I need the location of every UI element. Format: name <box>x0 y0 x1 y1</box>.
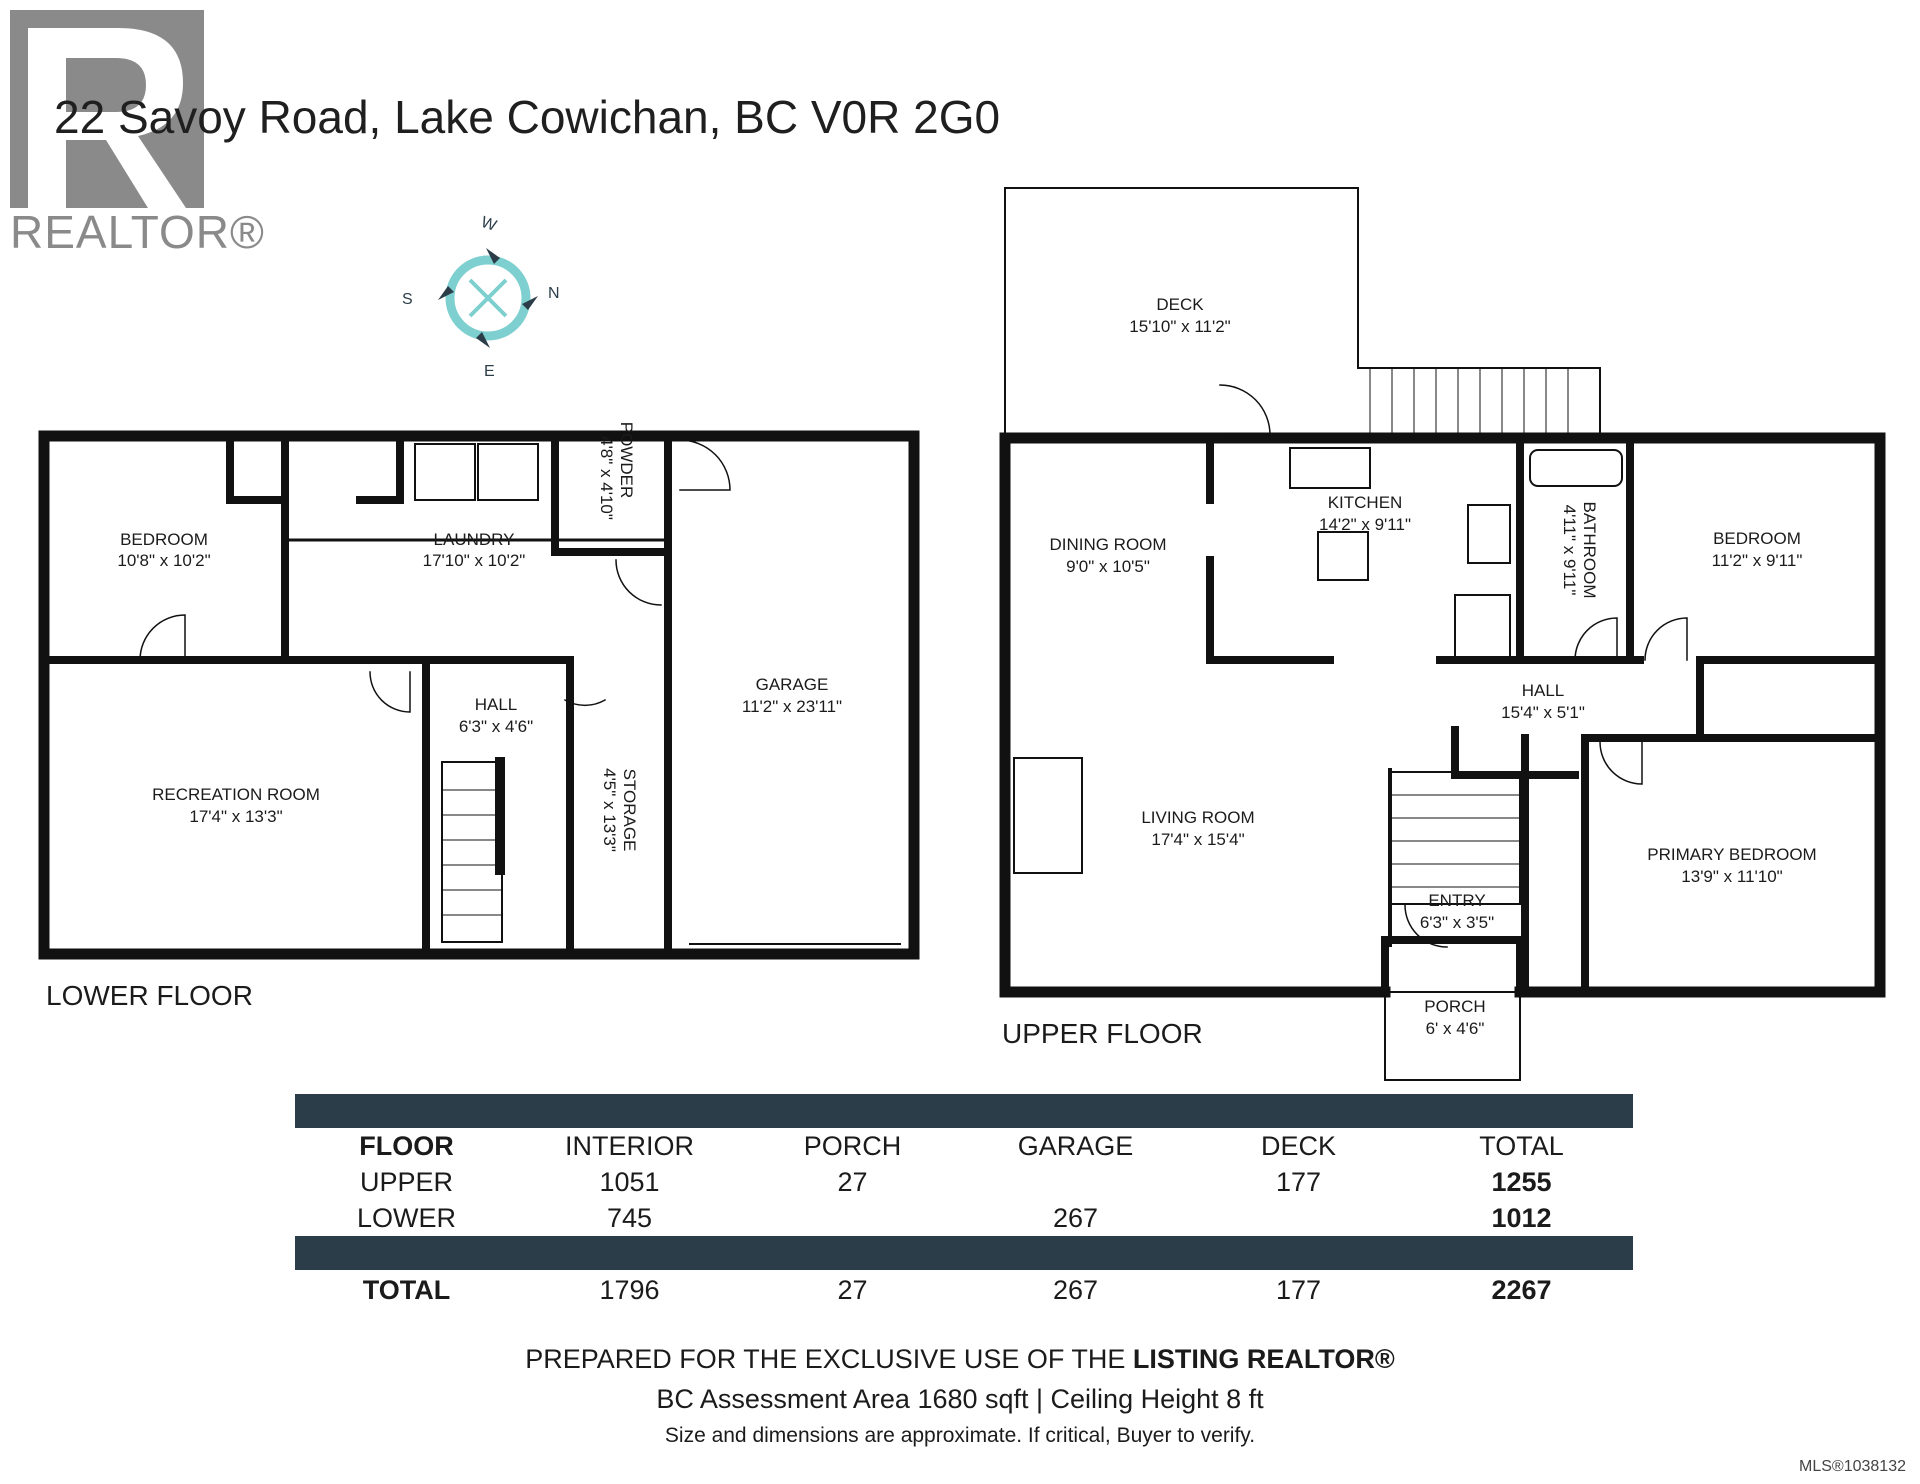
table-header: GARAGE <box>1017 1130 1134 1161</box>
room-dims-kitchen: 14'2" x 9'11" <box>1319 515 1411 534</box>
property-address: 22 Savoy Road, Lake Cowichan, BC V0R 2G0 <box>54 91 1001 143</box>
table-row-lower: LOWER 745 267 1012 <box>295 1200 1633 1236</box>
room-name-lower-bedroom: BEDROOM <box>120 530 208 549</box>
room-name-deck: DECK <box>1156 295 1204 314</box>
room-name-storage: STORAGE <box>620 769 639 852</box>
table-top-bar <box>295 1094 1633 1128</box>
table-header: FLOOR <box>359 1130 454 1161</box>
upper-floor-label: UPPER FLOOR <box>1002 1018 1203 1049</box>
compass-n: N <box>548 285 560 302</box>
upper-floor-room-labels: DECK 15'10" x 11'2" DINING ROOM 9'0" x 1… <box>1049 295 1816 1038</box>
room-dims-storage: 4'5" x 13'3" <box>600 768 619 852</box>
floor-plan: BEDROOM 10'8" x 10'2" LAUNDRY 17'10" x 1… <box>38 187 1886 1081</box>
table-cell: 745 <box>606 1202 653 1233</box>
table-cell: 177 <box>1275 1166 1322 1197</box>
room-name-laundry: LAUNDRY <box>434 530 515 549</box>
footer-line-2: BC Assessment Area 1680 sqft | Ceiling H… <box>656 1384 1264 1414</box>
table-mid-bar <box>295 1236 1633 1270</box>
footer-listing-realtor: LISTING REALTOR® <box>1132 1344 1395 1374</box>
mls-number: MLS®1038132 <box>1799 1458 1906 1475</box>
room-name-bathroom: BATHROOM <box>1580 502 1599 599</box>
table-header: DECK <box>1260 1130 1336 1161</box>
room-name-entry: ENTRY <box>1428 891 1485 910</box>
table-cell: 2267 <box>1491 1274 1552 1305</box>
table-cell: 1012 <box>1491 1202 1552 1233</box>
room-dims-primary: 13'9" x 11'10" <box>1681 867 1782 886</box>
table-header: INTERIOR <box>564 1130 694 1161</box>
table-cell: 267 <box>1052 1274 1099 1305</box>
footer-line-1: PREPARED FOR THE EXCLUSIVE USE OF THE LI… <box>0 1344 1920 1375</box>
room-name-upper-bedroom: BEDROOM <box>1713 529 1801 548</box>
room-dims-entry: 6'3" x 3'5" <box>1420 913 1494 932</box>
compass-w: W <box>479 214 500 235</box>
room-name-powder: POWDER <box>617 422 636 499</box>
table-cell: 1255 <box>1491 1166 1552 1197</box>
table-cell: 1051 <box>599 1166 660 1197</box>
table-header: PORCH <box>803 1130 902 1161</box>
room-dims-laundry: 17'10" x 10'2" <box>423 551 526 570</box>
realtor-logo <box>10 10 204 208</box>
lower-floor-plan <box>38 430 920 960</box>
table-row-total: TOTAL 1796 27 267 177 2267 <box>295 1272 1633 1308</box>
room-name-kitchen: KITCHEN <box>1328 493 1403 512</box>
upper-floor-plan <box>999 187 1886 1081</box>
room-name-porch: PORCH <box>1424 997 1485 1016</box>
room-name-living: LIVING ROOM <box>1141 808 1254 827</box>
room-name-primary: PRIMARY BEDROOM <box>1647 845 1816 864</box>
room-dims-deck: 15'10" x 11'2" <box>1129 317 1230 336</box>
room-dims-upper-bedroom: 11'2" x 9'11" <box>1712 551 1803 570</box>
realtor-logo-text: REALTOR® <box>10 206 265 258</box>
room-dims-dining: 9'0" x 10'5" <box>1066 557 1150 576</box>
room-dims-bathroom: 4'11" x 9'11" <box>1560 505 1579 596</box>
table-cell: 267 <box>1052 1202 1099 1233</box>
room-name-garage: GARAGE <box>756 675 829 694</box>
compass-s: S <box>402 291 413 308</box>
table-cell: TOTAL <box>362 1274 451 1305</box>
room-dims-garage: 11'2" x 23'11" <box>742 697 842 716</box>
area-table: FLOOR INTERIOR PORCH GARAGE DECK TOTAL U… <box>295 1094 1633 1308</box>
table-cell: UPPER <box>359 1166 454 1197</box>
room-dims-lower-hall: 6'3" x 4'6" <box>459 717 533 736</box>
room-name-dining: DINING ROOM <box>1049 535 1166 554</box>
table-cell: 177 <box>1275 1274 1322 1305</box>
compass-e: E <box>484 363 495 380</box>
table-header-row: FLOOR INTERIOR PORCH GARAGE DECK TOTAL <box>295 1128 1633 1164</box>
room-name-recreation: RECREATION ROOM <box>152 785 320 804</box>
room-dims-living: 17'4" x 15'4" <box>1151 830 1244 849</box>
table-cell: 27 <box>837 1166 868 1197</box>
table-row-upper: UPPER 1051 27 177 1255 <box>295 1164 1633 1200</box>
lower-floor-room-labels: BEDROOM 10'8" x 10'2" LAUNDRY 17'10" x 1… <box>117 422 842 852</box>
table-cell: 1796 <box>599 1274 660 1305</box>
room-dims-porch: 6' x 4'6" <box>1426 1019 1485 1038</box>
room-dims-powder: 4'8" x 4'10" <box>597 436 616 520</box>
room-name-upper-hall: HALL <box>1522 681 1565 700</box>
room-dims-upper-hall: 15'4" x 5'1" <box>1501 703 1585 722</box>
footer-prefix: PREPARED FOR THE EXCLUSIVE USE OF THE <box>525 1344 1133 1374</box>
table-cell: 27 <box>837 1274 868 1305</box>
compass-icon: W N E S <box>402 214 560 380</box>
table-cell: LOWER <box>356 1202 456 1233</box>
lower-floor-label: LOWER FLOOR <box>46 980 253 1011</box>
room-dims-lower-bedroom: 10'8" x 10'2" <box>117 551 210 570</box>
table-header: TOTAL <box>1479 1130 1564 1161</box>
room-dims-recreation: 17'4" x 13'3" <box>189 807 282 826</box>
room-name-lower-hall: HALL <box>475 695 518 714</box>
footer-line-3: Size and dimensions are approximate. If … <box>664 1424 1256 1447</box>
